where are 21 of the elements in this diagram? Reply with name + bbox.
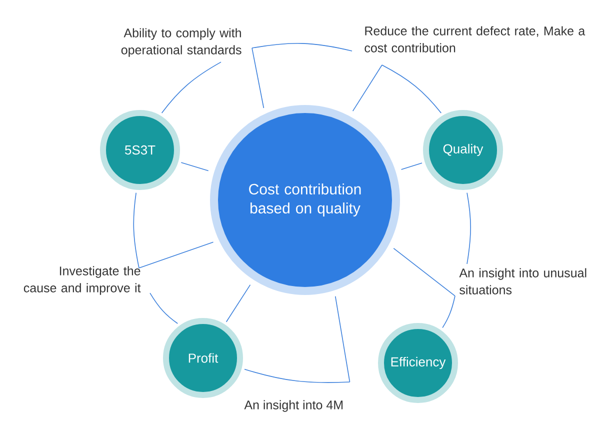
connector-line [161,62,222,114]
connector-line [334,296,350,382]
connector-line [133,192,140,268]
connector-line [180,162,209,172]
connector-line [252,42,352,52]
connector-line [382,64,442,114]
connector-line [442,296,456,328]
annotation-text: Reduce the current defect rate, Make a cost contribution [364,26,586,52]
annotation-text: An insight into unusual situations [459,268,586,294]
connector-line [352,64,382,112]
connector-line [150,292,178,324]
connector-line [466,192,471,264]
connector-line [252,48,264,108]
connector-line [400,162,422,170]
connector-line [393,248,456,296]
connector-line [244,368,350,383]
annotation-text: Ability to comply with operational standards [121,28,242,57]
connector-line [226,284,251,322]
annotation-text: Investigate the cause and improve it [24,266,141,295]
connector-line [138,242,214,268]
annotation-text: An insight into 4M [244,400,343,412]
